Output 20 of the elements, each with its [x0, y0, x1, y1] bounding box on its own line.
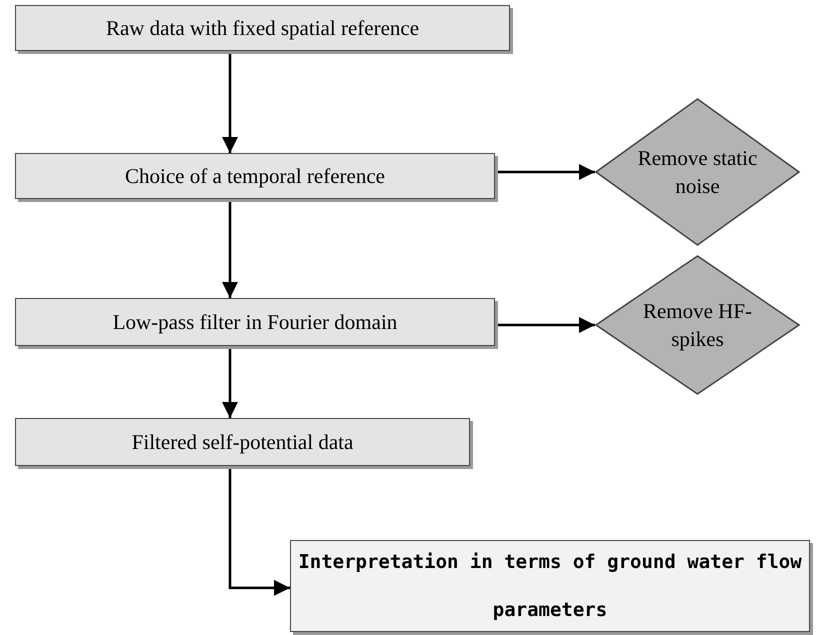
node-label: Choice of a temporal reference [124, 164, 386, 188]
node-label: Interpretation in terms of ground water flow parameters [297, 550, 803, 623]
decision-diamond [595, 98, 800, 246]
process-box [15, 298, 495, 346]
process-box [15, 418, 470, 466]
arrow [222, 51, 238, 153]
decision-diamond [595, 255, 800, 395]
process-box [290, 540, 810, 632]
arrow [495, 164, 595, 180]
arrow [495, 317, 595, 333]
process-box [15, 5, 510, 51]
arrow [222, 199, 238, 298]
process-box [15, 153, 495, 199]
node-label: Low-pass filter in Fourier domain [112, 310, 398, 334]
arrow [228, 466, 290, 596]
node-label: Filtered self-potential data [132, 430, 354, 454]
arrow [222, 346, 238, 418]
node-label: Raw data with fixed spatial reference [106, 16, 420, 40]
node-label: Remove static noise [638, 145, 758, 200]
node-label: Remove HF-spikes [642, 298, 754, 353]
